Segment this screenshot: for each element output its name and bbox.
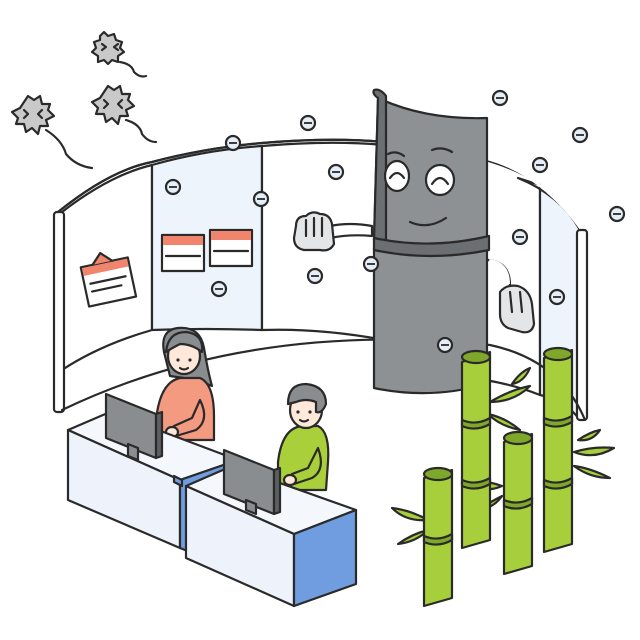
- bamboo-leaf: [390, 506, 430, 522]
- bamboo-stalk: [460, 349, 492, 550]
- bamboo-cluster: [390, 346, 616, 608]
- virus-particle-icon: [90, 30, 148, 78]
- minus-circle-icon: [306, 267, 324, 285]
- bamboo-stalk: [422, 466, 454, 608]
- monitor-right: [222, 448, 282, 516]
- notice-left: [160, 233, 206, 273]
- wall-left-post: [52, 210, 66, 414]
- bamboo-leaf: [486, 412, 522, 432]
- virus-particle-icon: [10, 94, 94, 170]
- charcoal-mascot: [292, 88, 536, 395]
- notice-right: [208, 228, 254, 268]
- bamboo-leaf: [572, 446, 616, 457]
- mascot-left-brow: [386, 151, 406, 158]
- mascot-left-arm: [328, 222, 374, 240]
- minus-circle-icon: [491, 89, 509, 107]
- bamboo-leaf: [510, 366, 532, 386]
- minus-circle-icon: [511, 228, 529, 246]
- minus-circle-icon: [531, 156, 549, 174]
- mascot-right-glove: [498, 284, 536, 334]
- bamboo-leaf: [576, 428, 602, 442]
- mascot-right-eye: [424, 163, 456, 197]
- bamboo-stalk: [542, 346, 574, 554]
- man-hair: [286, 382, 328, 414]
- bamboo-leaf: [488, 384, 532, 404]
- minus-circle-icon: [436, 336, 454, 354]
- wall-right-post: [575, 228, 589, 422]
- minus-circle-icon: [608, 205, 626, 223]
- minus-circle-icon: [164, 178, 182, 196]
- minus-circle-icon: [224, 134, 242, 152]
- desk-right-side: [292, 508, 358, 608]
- minus-circle-icon: [548, 288, 566, 306]
- wall-notices: [79, 228, 254, 308]
- woman-worker: [154, 326, 216, 442]
- minus-circle-icon: [362, 255, 380, 273]
- virus-particle-icon: [90, 84, 158, 144]
- mascot-left-eye: [383, 159, 411, 193]
- mascot-left-glove: [292, 211, 336, 252]
- negative-ion-particles: [164, 89, 626, 354]
- minus-circle-icon: [299, 114, 317, 132]
- minus-circle-icon: [210, 280, 228, 298]
- woman-hair-front: [164, 330, 204, 354]
- minus-circle-icon: [327, 163, 345, 181]
- mascot-curl: [372, 88, 388, 242]
- monitor-left: [104, 392, 164, 462]
- monitor-right-stand: [244, 498, 258, 516]
- bamboo-stalk: [502, 430, 534, 576]
- mascot-right-arm-inner: [488, 259, 510, 285]
- man-worker: [276, 382, 330, 492]
- mascot-smile: [408, 216, 448, 227]
- minus-circle-icon: [571, 126, 589, 144]
- notice-tilted: [79, 251, 138, 308]
- monitor-left-stand: [126, 442, 140, 462]
- mascot-right-brow: [430, 147, 454, 154]
- pollutant-particles: [10, 30, 158, 170]
- bamboo-leaf: [396, 528, 430, 546]
- bamboo-leaf: [572, 464, 612, 480]
- minus-circle-icon: [252, 190, 270, 208]
- mascot-band: [372, 234, 491, 258]
